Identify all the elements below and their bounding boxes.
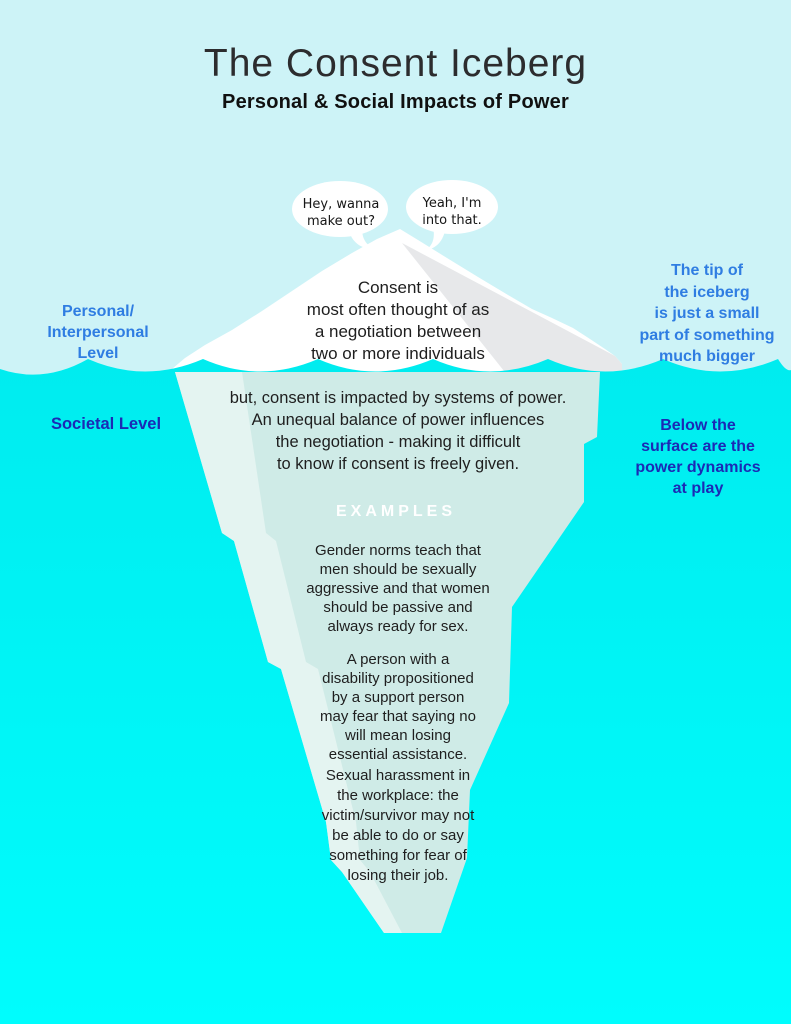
speech-bubble-right: [406, 180, 498, 234]
iceberg-below-highlight: [175, 372, 402, 933]
speech-bubble-right-text: Yeah, I'm into that.: [422, 196, 482, 228]
page-subtitle: Personal & Social Impacts of Power: [222, 91, 569, 113]
societal-level-label: Societal Level: [50, 415, 162, 433]
tip-caption: Consent is most often thought of as a ne…: [306, 278, 490, 363]
example-2: A person with a disability propositioned…: [320, 651, 476, 763]
examples-heading: EXAMPLES: [335, 503, 456, 520]
personal-level-label: Personal/ Interpersonal Level: [47, 303, 149, 362]
example-1: Gender norms teach that men should be se…: [306, 542, 490, 635]
below-surface-label: Below the surface are the power dynamics…: [635, 417, 761, 497]
body-caption: but, consent is impacted by systems of p…: [229, 389, 567, 473]
page-title: The Consent Iceberg: [203, 42, 588, 85]
example-3: Sexual harassment in the workplace: the …: [321, 767, 475, 884]
tip-note-label: The tip of the iceberg is just a small p…: [639, 262, 775, 365]
speech-bubble-left: [292, 181, 388, 237]
iceberg-below-water: [175, 372, 600, 933]
iceberg-shaded-facet: [402, 243, 622, 376]
speech-bubble-left-text: Hey, wanna make out?: [302, 197, 380, 229]
